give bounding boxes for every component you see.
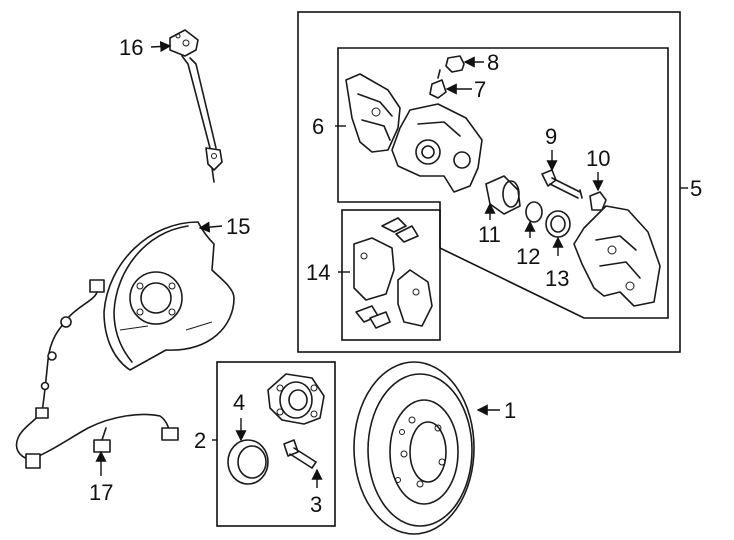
part-9-guide-pin (541, 169, 583, 199)
caliper-body (391, 103, 483, 193)
callout-13: 13 (545, 266, 569, 291)
callout-15: 15 (226, 214, 250, 239)
callout-17: 17 (89, 480, 113, 505)
callout-1: 1 (504, 398, 516, 423)
part-14-pad-kit (353, 217, 433, 329)
callout-12: 12 (516, 244, 540, 269)
callout-14: 14 (306, 260, 330, 285)
part-16-sensor-link (169, 29, 223, 183)
hub-group-box (216, 361, 336, 527)
caliper-group-box (297, 11, 681, 353)
callout-16: 16 (119, 35, 143, 60)
part-1-brake-rotor (353, 361, 475, 535)
callout-3: 3 (310, 492, 322, 517)
caliper-subgroup-box (337, 47, 669, 319)
part-4-seal (227, 439, 269, 485)
part-10-pin-boot (589, 191, 607, 211)
caliper-carrier (573, 205, 661, 307)
part-6-caliper-housing (345, 73, 401, 153)
callout-10: 10 (586, 146, 610, 171)
callout-2: 2 (194, 428, 206, 453)
pad-kit-box (341, 209, 441, 341)
callout-8: 8 (487, 50, 499, 75)
part-11-piston (485, 175, 521, 215)
callout-9: 9 (545, 124, 557, 149)
part-7-bleeder-screw (429, 69, 447, 99)
part-12-o-ring (525, 201, 543, 223)
part-2-hub-bearing (267, 373, 325, 425)
callout-7: 7 (474, 77, 486, 102)
callout-5: 5 (690, 176, 702, 201)
part-15-dust-shield (103, 221, 235, 371)
part-13-dust-boot (545, 210, 571, 238)
part-8-bleeder-cap (445, 55, 465, 73)
part-3-wheel-stud (283, 439, 317, 469)
callout-4: 4 (233, 390, 245, 415)
callout-6: 6 (312, 114, 324, 139)
part-17-abs-harness (15, 279, 179, 469)
callout-11: 11 (478, 222, 501, 247)
